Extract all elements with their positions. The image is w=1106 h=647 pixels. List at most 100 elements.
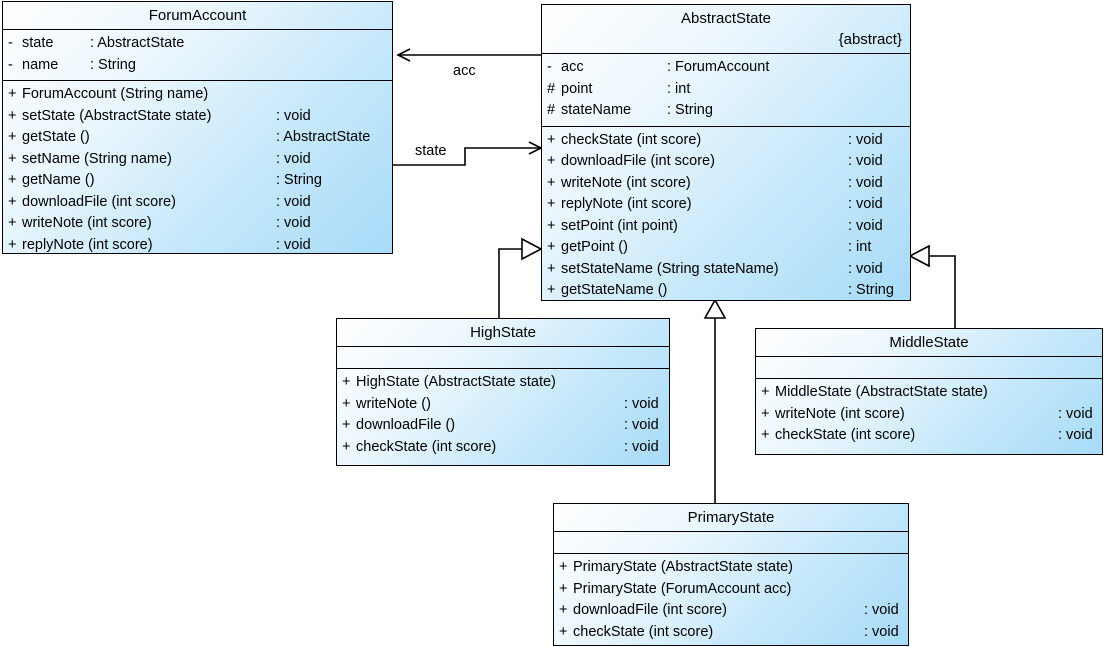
- operation-signature: writeNote (int score): [561, 174, 691, 191]
- attribute-row: - name : String: [3, 55, 392, 77]
- visibility-marker: +: [342, 438, 351, 455]
- generalization-highstate: [498, 237, 543, 318]
- class-stereotype-abstract: {abstract}: [838, 31, 902, 48]
- operation-return-type: [276, 84, 282, 106]
- visibility-marker: +: [559, 559, 568, 575]
- operation-row: + writeNote () : void: [337, 394, 669, 416]
- operation-return-type: : void: [1058, 427, 1093, 443]
- operation-return-type: : void: [276, 236, 311, 253]
- operation-signature: MiddleState (AbstractState state): [775, 384, 988, 400]
- visibility-marker: +: [547, 153, 556, 169]
- attribute-type: : String: [667, 102, 713, 118]
- class-attributes-middlestate: [756, 357, 1102, 379]
- operation-signature: downloadFile (int score): [22, 193, 176, 210]
- visibility-marker: +: [8, 129, 17, 145]
- operation-return-type: : String: [276, 172, 322, 188]
- operation-signature: setState (AbstractState state): [22, 107, 212, 124]
- class-name-middlestate: MiddleState: [889, 334, 969, 351]
- operation-return-type: : void: [848, 260, 883, 277]
- visibility-marker: +: [547, 260, 556, 277]
- operation-signature: getState (): [22, 129, 90, 145]
- operation-signature: checkState (int score): [356, 438, 497, 455]
- class-name-abstractstate: AbstractState: [680, 10, 772, 27]
- operation-row: + setStateName (String stateName) : void: [542, 259, 910, 281]
- class-operations-highstate: + HighState (AbstractState state) + writ…: [337, 369, 669, 462]
- operation-row: + writeNote (int score) : void: [3, 213, 392, 235]
- operation-signature: PrimaryState (ForumAccount acc): [573, 580, 792, 597]
- operation-row: + checkState (int score) : void: [542, 130, 910, 152]
- attribute-name: stateName: [561, 102, 632, 118]
- visibility-marker: +: [8, 86, 17, 102]
- visibility-marker: -: [8, 56, 13, 73]
- operation-return-type: : void: [848, 153, 883, 169]
- operation-signature: writeNote (): [356, 395, 431, 412]
- visibility-marker: #: [547, 80, 556, 97]
- class-box-abstractstate[interactable]: AbstractState {abstract} - acc : ForumAc…: [541, 4, 911, 301]
- operation-row: + checkState (int score) : void: [337, 437, 669, 459]
- visibility-marker: -: [8, 35, 13, 51]
- operation-row: + replyNote (int score) : void: [542, 194, 910, 216]
- operation-return-type: : void: [864, 623, 899, 640]
- visibility-marker: +: [8, 236, 17, 253]
- operation-return-type: : String: [848, 282, 894, 298]
- attribute-name: state: [22, 35, 54, 51]
- operation-return-type: : AbstractState: [276, 129, 371, 145]
- operation-return-type: [1058, 382, 1064, 404]
- class-box-middlestate[interactable]: MiddleState + MiddleState (AbstractState…: [755, 328, 1103, 455]
- operation-signature: replyNote (int score): [561, 196, 692, 212]
- operation-row: + PrimaryState (ForumAccount acc): [554, 579, 908, 601]
- operation-return-type: : void: [848, 217, 883, 234]
- visibility-marker: +: [559, 623, 568, 640]
- operation-return-type: : void: [276, 107, 311, 124]
- class-attributes-highstate: [337, 347, 669, 369]
- operation-signature: checkState (int score): [775, 427, 916, 443]
- visibility-marker: +: [559, 580, 568, 597]
- class-header-highstate: HighState: [337, 319, 669, 347]
- attribute-row: # stateName : String: [542, 100, 910, 122]
- visibility-marker: +: [547, 131, 556, 148]
- attribute-type: : ForumAccount: [667, 59, 770, 75]
- generalization-primarystate: [703, 298, 727, 503]
- operation-signature: checkState (int score): [561, 131, 702, 148]
- class-operations-forumaccount: + ForumAccount (String name) + setState …: [3, 81, 392, 260]
- attribute-name: point: [561, 80, 593, 97]
- attribute-row: - state : AbstractState: [3, 33, 392, 55]
- attribute-row: - acc : ForumAccount: [542, 57, 910, 79]
- operation-row: + HighState (AbstractState state): [337, 372, 669, 394]
- operation-return-type: : void: [624, 395, 659, 412]
- class-box-forumaccount[interactable]: ForumAccount - state : AbstractState - n…: [2, 1, 393, 254]
- visibility-marker: +: [547, 282, 556, 298]
- class-name-highstate: HighState: [470, 324, 536, 341]
- attribute-row: # point : int: [542, 79, 910, 101]
- operation-row: + downloadFile (int score) : void: [542, 151, 910, 173]
- operation-return-type: [624, 372, 630, 394]
- visibility-marker: +: [342, 417, 351, 433]
- association-acc: [396, 48, 541, 62]
- operation-row: + getName () : String: [3, 170, 392, 192]
- visibility-marker: +: [8, 172, 17, 188]
- class-box-primarystate[interactable]: PrimaryState + PrimaryState (AbstractSta…: [553, 503, 909, 646]
- operation-row: + setPoint (int point) : void: [542, 216, 910, 238]
- class-operations-primarystate: + PrimaryState (AbstractState state) + P…: [554, 554, 908, 647]
- visibility-marker: +: [547, 217, 556, 234]
- visibility-marker: #: [547, 102, 556, 118]
- operation-row: + setName (String name) : void: [3, 149, 392, 171]
- operation-return-type: : void: [864, 602, 899, 618]
- class-name-forumaccount: ForumAccount: [148, 7, 247, 24]
- operation-signature: ForumAccount (String name): [22, 86, 209, 102]
- operation-row: + writeNote (int score) : void: [756, 404, 1102, 426]
- visibility-marker: +: [8, 193, 17, 210]
- operation-row: + ForumAccount (String name): [3, 84, 392, 106]
- class-box-highstate[interactable]: HighState + HighState (AbstractState sta…: [336, 318, 670, 466]
- visibility-marker: +: [559, 602, 568, 618]
- operation-signature: downloadFile (int score): [561, 153, 715, 169]
- operation-row: + checkState (int score) : void: [554, 622, 908, 644]
- operation-return-type: : int: [848, 239, 872, 255]
- operation-return-type: : void: [1058, 405, 1093, 422]
- visibility-marker: +: [761, 405, 770, 422]
- operation-row: + getStateName () : String: [542, 280, 910, 302]
- operation-signature: PrimaryState (AbstractState state): [573, 559, 793, 575]
- operation-return-type: : void: [848, 131, 883, 148]
- visibility-marker: +: [761, 384, 770, 400]
